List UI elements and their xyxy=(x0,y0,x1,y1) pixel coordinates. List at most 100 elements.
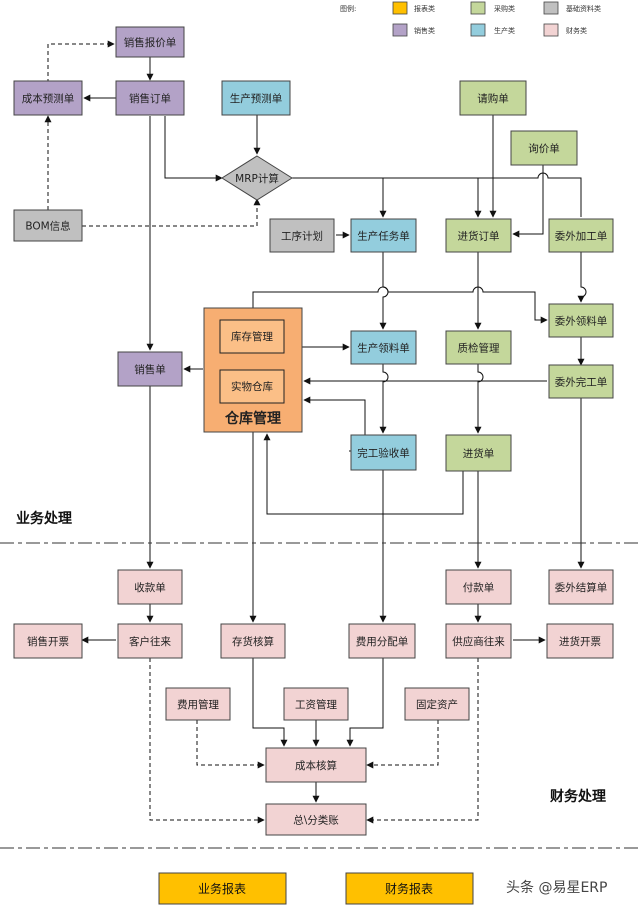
legend-swatch-purchase xyxy=(470,1,486,15)
outsourcing-material-node[interactable]: 委外领料单 xyxy=(548,303,614,338)
mrp-label: MRP计算 xyxy=(235,172,279,185)
payment-slip-node[interactable]: 付款单 xyxy=(445,569,512,605)
process-plan-node-box xyxy=(269,218,335,253)
legend-label-sales: 销售类 xyxy=(414,26,435,35)
outsourcing-settle-node-label: 委外结算单 xyxy=(555,581,608,594)
salary-mgmt-node[interactable]: 工资管理 xyxy=(283,687,349,721)
cost-forecast-node-label: 成本预测单 xyxy=(22,92,75,105)
legend-swatch-production xyxy=(470,23,486,37)
bom-node-label: BOM信息 xyxy=(25,220,70,233)
production-material-node[interactable]: 生产领料单 xyxy=(350,330,417,365)
production-task-node-box xyxy=(350,218,417,253)
cost-accounting-node-label: 成本核算 xyxy=(295,759,337,772)
outsourcing-finish-node-label: 委外完工单 xyxy=(555,376,608,389)
production-task-node-label: 生产任务单 xyxy=(357,230,410,243)
sales-invoice-node-box xyxy=(13,623,83,659)
production-forecast-node[interactable]: 生产预测单 xyxy=(221,80,291,116)
outsourcing-order-node[interactable]: 委外加工单 xyxy=(548,218,614,253)
purchase-invoice-node[interactable]: 进货开票 xyxy=(546,623,614,659)
purchase-request-node[interactable]: 请购单 xyxy=(459,80,527,116)
completion-check-node[interactable]: 完工验收单 xyxy=(350,434,417,471)
receipt-slip-node[interactable]: 进货单 xyxy=(445,434,512,472)
legend-swatch-sales xyxy=(392,23,408,37)
purchase-order-node[interactable]: 进货订单 xyxy=(445,218,512,253)
inventory-mgmt-box xyxy=(219,319,285,354)
finance-section-label: 财务处理 xyxy=(549,788,606,805)
business-report-button[interactable] xyxy=(158,872,287,905)
mrp-diamond xyxy=(221,155,293,201)
quality-check-node[interactable]: 质检管理 xyxy=(445,330,512,365)
cost-forecast-node[interactable]: 成本预测单 xyxy=(13,80,83,116)
cost-accounting-node-box xyxy=(265,747,367,783)
production-material-node-box xyxy=(350,330,417,365)
finance-report-button[interactable] xyxy=(345,872,474,905)
nodes-layer: 销售报价单成本预测单销售订单生产预测单请购单询价单BOM信息工序计划生产任务单进… xyxy=(13,26,614,836)
purchase-order-node-box xyxy=(445,218,512,253)
legend-label-basic: 基础资料类 xyxy=(566,4,601,13)
receipt-slip-node-box xyxy=(445,434,512,472)
connectors xyxy=(44,40,587,824)
expense-mgmt-node-box xyxy=(165,687,231,721)
sales-slip-node[interactable]: 销售单 xyxy=(117,351,183,387)
mrp-node[interactable]: MRP计算 xyxy=(221,155,293,201)
customer-account-node[interactable]: 客户往来 xyxy=(117,623,183,659)
sales-order-node[interactable]: 销售订单 xyxy=(115,80,185,116)
fixed-assets-node-label: 固定资产 xyxy=(416,698,458,711)
collection-slip-node[interactable]: 收款单 xyxy=(117,569,183,605)
outsourcing-order-node-box xyxy=(548,218,614,253)
inventory-cost-node[interactable]: 存货核算 xyxy=(220,623,286,659)
ledger-node-box xyxy=(265,803,367,836)
outsourcing-order-node-label: 委外加工单 xyxy=(555,230,608,243)
purchase-invoice-node-box xyxy=(546,623,614,659)
outsourcing-finish-node-box xyxy=(548,364,614,399)
collection-slip-node-label: 收款单 xyxy=(134,581,166,594)
legend-swatch-basic xyxy=(543,1,559,15)
sales-quote-node[interactable]: 销售报价单 xyxy=(115,26,185,58)
payment-slip-node-label: 付款单 xyxy=(463,581,495,594)
legend-title: 图例: xyxy=(340,4,356,13)
bom-node[interactable]: BOM信息 xyxy=(13,209,83,242)
outsourcing-settle-node[interactable]: 委外结算单 xyxy=(548,569,614,605)
outsourcing-settle-node-box xyxy=(548,569,614,605)
supplier-account-node[interactable]: 供应商往来 xyxy=(445,623,512,659)
reports: 业务报表 财务报表 xyxy=(158,872,474,905)
sales-slip-node-box xyxy=(117,351,183,387)
inquiry-node[interactable]: 询价单 xyxy=(510,130,578,166)
legend-swatch-finance xyxy=(543,23,559,37)
receipt-slip-node-label: 进货单 xyxy=(463,447,495,460)
supplier-account-node-box xyxy=(445,623,512,659)
section-labels: 业务处理 财务处理 xyxy=(16,510,606,805)
sales-invoice-node-label: 销售开票 xyxy=(27,635,69,648)
watermark: 头条 @易星ERP xyxy=(506,879,607,896)
ledger-node[interactable]: 总\分类账 xyxy=(265,803,367,836)
production-forecast-node-label: 生产预测单 xyxy=(230,92,283,105)
sales-slip-node-label: 销售单 xyxy=(134,363,166,376)
ledger-node-label: 总\分类账 xyxy=(293,814,339,827)
expense-mgmt-node[interactable]: 费用管理 xyxy=(165,687,231,721)
process-plan-node[interactable]: 工序计划 xyxy=(269,218,335,253)
production-task-node[interactable]: 生产任务单 xyxy=(350,218,417,253)
production-material-node-label: 生产领料单 xyxy=(357,342,410,355)
sales-invoice-node[interactable]: 销售开票 xyxy=(13,623,83,659)
watermark-text: 头条 @易星ERP xyxy=(506,879,607,896)
customer-account-node-box xyxy=(117,623,183,659)
legend-label-finance: 财务类 xyxy=(566,26,587,35)
legend-label-purchase: 采购类 xyxy=(494,4,515,13)
sales-order-node-label: 销售订单 xyxy=(129,92,171,105)
process-plan-node-label: 工序计划 xyxy=(281,230,323,243)
purchase-order-node-label: 进货订单 xyxy=(458,230,500,243)
inventory-mgmt-label: 库存管理 xyxy=(231,330,273,343)
section-dividers xyxy=(0,542,640,849)
fixed-assets-node[interactable]: 固定资产 xyxy=(404,687,470,721)
outsourcing-material-node-label: 委外领料单 xyxy=(555,315,608,328)
purchase-request-node-box xyxy=(459,80,527,116)
purchase-request-node-label: 请购单 xyxy=(477,92,509,105)
cost-accounting-node[interactable]: 成本核算 xyxy=(265,747,367,783)
outsourcing-finish-node[interactable]: 委外完工单 xyxy=(548,364,614,399)
finance-report-label: 财务报表 xyxy=(385,881,433,896)
supplier-account-node-label: 供应商往来 xyxy=(452,635,505,648)
quality-check-node-box xyxy=(445,330,512,365)
expense-alloc-node[interactable]: 费用分配单 xyxy=(348,623,416,659)
production-forecast-node-box xyxy=(221,80,291,116)
